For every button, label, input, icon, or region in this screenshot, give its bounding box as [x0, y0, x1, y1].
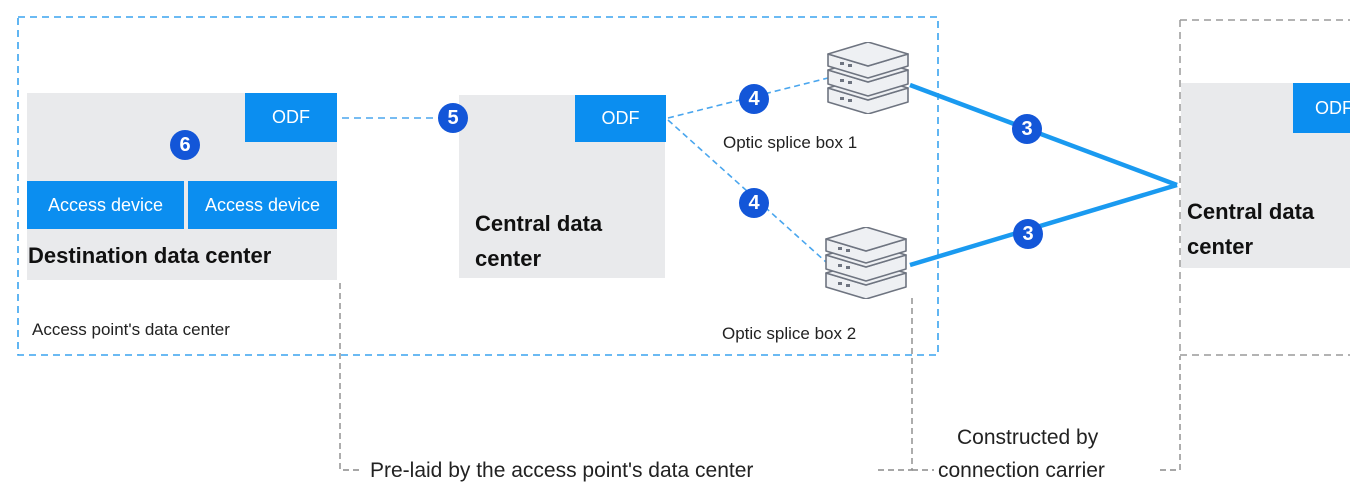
- prelaid-bracket: [339, 283, 913, 471]
- step-badge-6: 6: [170, 130, 200, 160]
- server-stack-icon: [827, 42, 909, 114]
- access-device-2: Access device: [188, 181, 337, 229]
- central-dc-left-odf: ODF: [575, 95, 666, 142]
- prelaid-label: Pre-laid by the access point's data cent…: [370, 459, 754, 482]
- link-odf-splice2: [667, 119, 827, 263]
- step-badge-4-bottom: 4: [739, 188, 769, 218]
- access-point-region-label: Access point's data center: [32, 320, 230, 339]
- central-dc-right-title-2: center: [1187, 234, 1254, 259]
- step-badge-4-top: 4: [739, 84, 769, 114]
- destination-odf: ODF: [245, 93, 337, 142]
- right-dc-frame: [1179, 19, 1350, 356]
- step-badge-3-bottom: 3: [1013, 219, 1043, 249]
- link-splice1-central: [909, 82, 1178, 188]
- step-badge-5: 5: [438, 103, 468, 133]
- central-dc-right-odf: ODF: [1293, 83, 1350, 133]
- destination-dc-title: Destination data center: [28, 243, 272, 268]
- carrier-bracket: [912, 356, 1181, 471]
- central-dc-left-title-2: center: [475, 246, 542, 271]
- central-dc-right-title-1: Central data: [1187, 199, 1315, 224]
- splice-box-1-label: Optic splice box 1: [723, 133, 858, 152]
- access-point-region-border: [17, 16, 939, 356]
- server-stack-icon: [825, 227, 907, 299]
- link-splice2-central: [909, 182, 1178, 268]
- central-dc-left-title-1: Central data: [475, 211, 603, 236]
- carrier-label-line1: Constructed by: [957, 426, 1099, 449]
- splice-box-2-label: Optic splice box 2: [722, 324, 857, 343]
- access-device-1: Access device: [27, 181, 184, 229]
- carrier-label-line2: connection carrier: [938, 459, 1105, 482]
- step-badge-3-top: 3: [1012, 114, 1042, 144]
